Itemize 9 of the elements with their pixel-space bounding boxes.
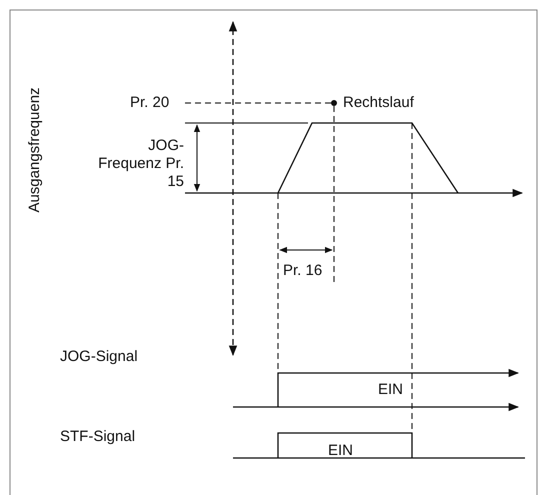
signal-label: JOG-Signal — [60, 348, 138, 366]
state-label: EIN — [378, 381, 404, 399]
signal-label: STF-Signal — [60, 428, 136, 446]
axis-title: Ausgangsfrequenz — [26, 87, 44, 213]
dimension-label: Pr. 16 — [283, 262, 322, 280]
state-label: EIN — [328, 442, 354, 460]
curve-label: Rechtslauf — [343, 94, 414, 112]
axis-label: Pr. 20 — [130, 94, 170, 112]
axis-label: JOG-Frequenz Pr. 15 — [97, 137, 184, 191]
